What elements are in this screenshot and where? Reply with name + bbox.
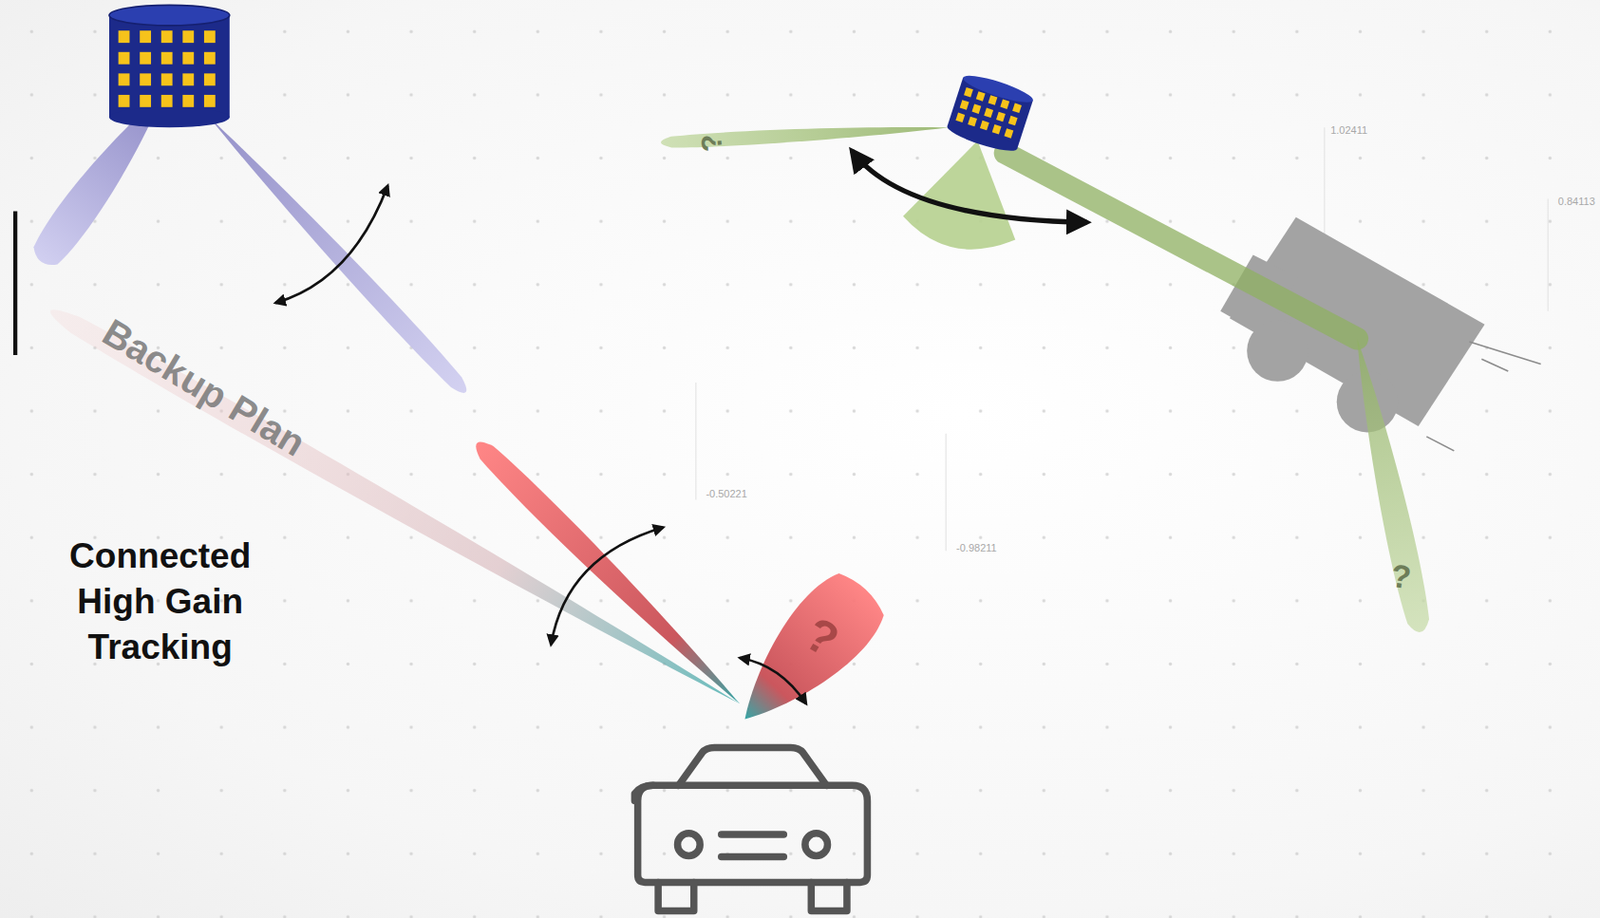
antenna-element — [960, 99, 970, 110]
antenna-element — [971, 103, 981, 113]
antenna-element — [139, 52, 151, 65]
antenna-element — [161, 30, 173, 43]
antenna-element — [204, 73, 216, 86]
antenna-element — [1008, 115, 1018, 126]
antenna-element — [139, 73, 151, 86]
antenna-element — [976, 91, 986, 101]
antenna-element — [204, 52, 216, 65]
beam-lobe — [202, 111, 472, 399]
mode-label: Connected High Gain Tracking — [46, 533, 275, 671]
antenna-element — [161, 52, 173, 65]
antenna-element — [161, 73, 173, 86]
beam-lobe — [716, 563, 894, 746]
antenna-element — [963, 87, 974, 97]
antenna-element — [967, 116, 978, 127]
antenna-element — [983, 108, 994, 118]
antenna-element — [182, 52, 194, 65]
antenna-element — [1004, 128, 1015, 138]
antenna-element — [182, 94, 194, 108]
beam-lobe — [44, 301, 746, 715]
beam-path — [1004, 152, 1357, 339]
antenna-element — [118, 94, 131, 108]
antenna-element — [118, 52, 131, 65]
antenna-element — [996, 112, 1006, 122]
antenna-element — [1012, 103, 1022, 113]
antenna-element — [204, 30, 216, 43]
antenna-element — [992, 124, 1002, 134]
antenna-element — [979, 120, 990, 131]
antenna-element — [118, 30, 131, 43]
antenna-element — [161, 94, 173, 108]
antenna-element — [118, 73, 131, 86]
antenna-element — [204, 94, 216, 108]
antenna-element — [139, 30, 151, 43]
antenna-element — [999, 98, 1010, 109]
beam-lobe — [469, 434, 749, 713]
antenna-element — [139, 94, 151, 108]
axis-value: 1.02411 — [1330, 123, 1368, 137]
antenna-element — [182, 30, 194, 43]
antenna-element — [988, 94, 998, 105]
unknown-mark: ? — [692, 132, 731, 154]
antenna-element — [955, 112, 965, 123]
beam-lobe — [1343, 336, 1434, 636]
antenna-element — [182, 73, 194, 86]
axis-value: -0.50221 — [705, 487, 747, 501]
axis-value: 0.84113 — [1558, 194, 1596, 208]
axis-value: -0.98211 — [956, 541, 998, 555]
